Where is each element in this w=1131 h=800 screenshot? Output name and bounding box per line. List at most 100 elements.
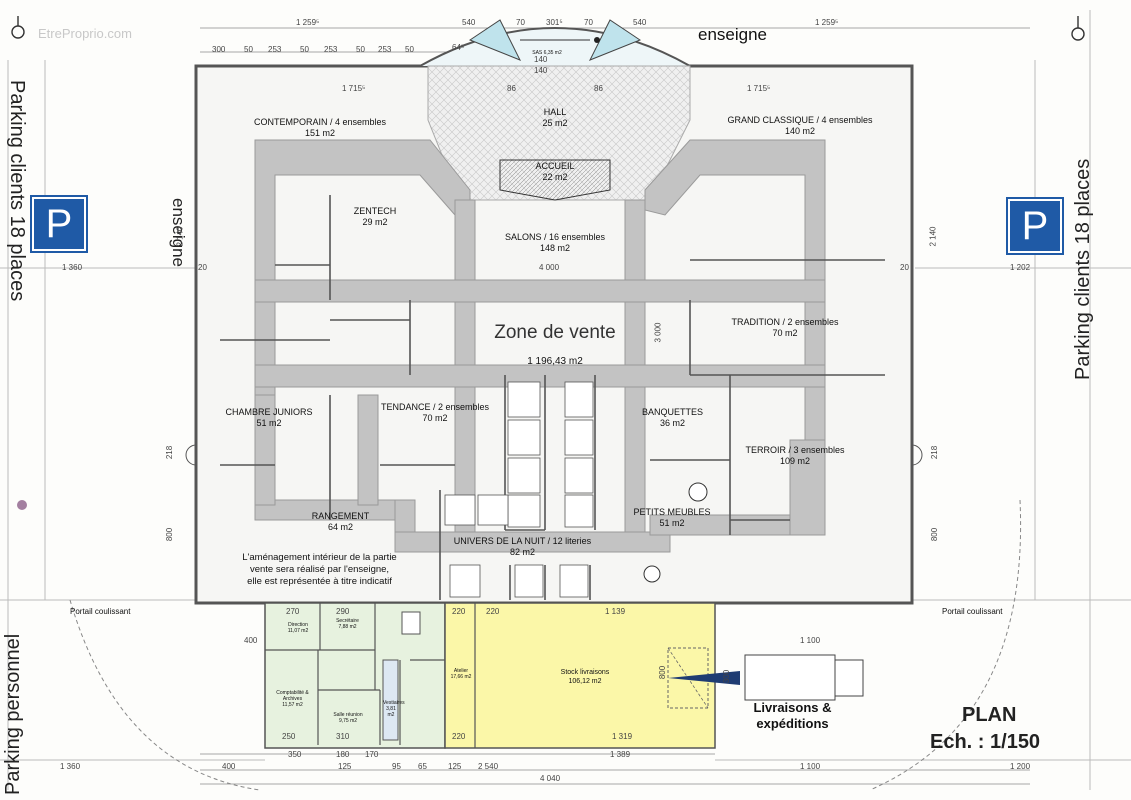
dim-label: 50 xyxy=(244,45,253,54)
room-area: 151 m2 xyxy=(304,128,336,138)
dim-label: 95 xyxy=(392,762,401,771)
dim-label: 220 xyxy=(486,607,500,616)
dim-label: 4 040 xyxy=(540,774,561,783)
room-name: HALL xyxy=(543,107,567,117)
note-line: L'aménagement intérieur de la partie xyxy=(242,552,397,563)
plan-scale: Ech. : 1/150 xyxy=(930,731,1041,753)
dim-label: 1 259⁵ xyxy=(296,18,320,27)
room-name: CHAMBRE JUNIORS xyxy=(225,407,313,417)
dim-label: 250 xyxy=(282,732,296,741)
dim-label: 1 202 xyxy=(1010,263,1031,272)
dim-label: 270 xyxy=(286,607,300,616)
livraisons-line1: Livraisons & xyxy=(753,700,832,715)
room-name: SAS xyxy=(532,50,543,56)
dim-label: 20 xyxy=(900,263,909,272)
dim-label: 300 xyxy=(722,669,732,684)
dim-label: 2 140 xyxy=(928,226,938,247)
dim-label: 1 139 xyxy=(605,607,626,616)
room-area: 109 m2 xyxy=(779,456,811,466)
dim-label: 800 xyxy=(658,665,668,680)
room-name: Comptabilité & Archives xyxy=(276,690,309,702)
dim-label: 218 xyxy=(165,445,175,460)
dim-label: 253 xyxy=(268,45,282,54)
gate-sweep-right xyxy=(869,499,1022,791)
dim-label: 1 360 xyxy=(62,263,83,272)
dim-label: 1 715⁵ xyxy=(747,84,771,93)
dim-label: 218 xyxy=(930,445,940,460)
portail-left: Portail coulissant xyxy=(70,607,131,616)
note-line: vente sera réalisé par l'enseigne, xyxy=(249,564,390,575)
dim-label: 350 xyxy=(288,750,302,759)
room-name: ACCUEIL xyxy=(535,161,575,171)
livraisons-label: Livraisons & expéditions xyxy=(745,700,840,732)
dim-label: 400 xyxy=(244,636,258,645)
dim-label: 20 xyxy=(198,263,207,272)
dim-label: 3 000 xyxy=(653,322,663,343)
accueil-desk xyxy=(499,159,611,201)
room-area: 70 m2 xyxy=(772,328,798,338)
room-name: ZENTECH xyxy=(353,206,397,216)
dim-label: 1 200 xyxy=(1010,762,1031,771)
dim-label: 1 259⁵ xyxy=(815,18,839,27)
dim-label: 1 100 xyxy=(800,636,821,645)
room-area: 11,07 m2 xyxy=(287,628,309,634)
delivery-truck xyxy=(668,654,864,701)
dim-label: 50 xyxy=(405,45,414,54)
walkways xyxy=(254,139,826,553)
dim-label: 125 xyxy=(448,762,462,771)
sign-enseigne-top: enseigne xyxy=(698,25,768,44)
dim-label: 2 140 xyxy=(175,226,185,247)
accessibility-icon xyxy=(11,16,1085,41)
room-area: 82 m2 xyxy=(509,547,535,557)
parking-label-left: Parking clients 18 places xyxy=(6,80,28,302)
watermark: EtreProprio.com xyxy=(38,26,132,41)
marker-dot xyxy=(17,500,27,510)
gate-sweep-left xyxy=(69,599,261,791)
room-area: 3,81 m2 xyxy=(386,706,396,718)
stock-block xyxy=(444,602,716,749)
room-area: 29 m2 xyxy=(362,217,388,227)
dim-label: 140 xyxy=(534,55,548,64)
room-name: Vestiaires xyxy=(383,700,405,706)
dim-label: 540 xyxy=(633,18,647,27)
room-name: TRADITION / 2 ensembles xyxy=(731,317,839,327)
room-area: 7,88 m2 xyxy=(338,624,357,630)
parking-label-staff: Parking personnel xyxy=(2,633,24,795)
room-area: 106,12 m2 xyxy=(568,678,602,685)
livraisons-line2: expéditions xyxy=(756,716,829,731)
dim-label: 50 xyxy=(356,45,365,54)
dim-label: 220 xyxy=(452,607,466,616)
room-area: 51 m2 xyxy=(659,518,685,528)
dim-label: 65 xyxy=(418,762,427,771)
portail-right: Portail coulissant xyxy=(942,607,1003,616)
plan-title: PLAN xyxy=(962,704,1017,726)
beds xyxy=(444,381,594,598)
dim-label: 220 xyxy=(452,732,466,741)
room-name: PETITS MEUBLES xyxy=(633,507,711,517)
dim-label: 1 715⁵ xyxy=(342,84,366,93)
dim-label: 1 389 xyxy=(610,750,631,759)
dim-label: 1 100 xyxy=(800,762,821,771)
dim-label: 301⁵ xyxy=(546,18,563,27)
dim-label: 64⁵ xyxy=(452,43,465,52)
room-name: Secrétaire xyxy=(336,618,359,624)
room-area: 70 m2 xyxy=(422,413,448,423)
dim-label: 180 xyxy=(336,750,350,759)
room-name: TERROIR / 3 ensembles xyxy=(745,445,845,455)
dim-label: 310 xyxy=(336,732,350,741)
dim-label: 800 xyxy=(930,527,940,542)
dim-label: 1 360 xyxy=(60,762,81,771)
zone-area: 1 196,43 m2 xyxy=(527,356,583,367)
